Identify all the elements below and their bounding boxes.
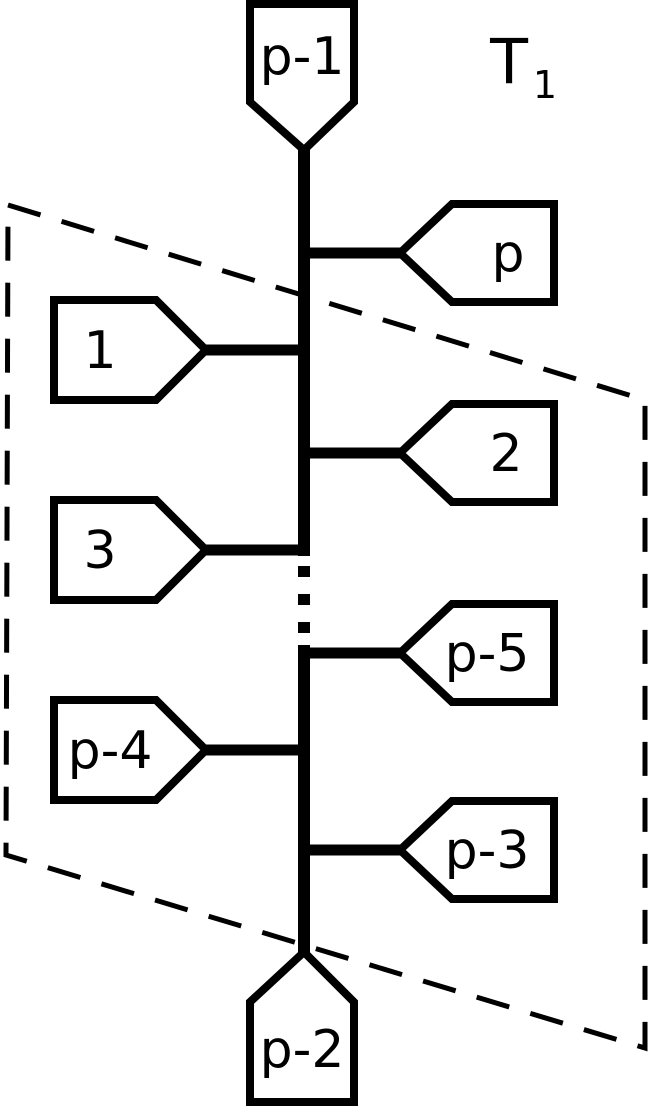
region-label-base: T: [489, 26, 529, 99]
node-p-4-label: p-4: [68, 721, 153, 781]
node-p-5[interactable]: p-5: [394, 600, 558, 706]
node-p-label: p: [491, 224, 524, 284]
node-p[interactable]: p: [394, 200, 558, 306]
node-p-5-shape: [394, 600, 558, 706]
node-3[interactable]: 3: [50, 496, 212, 604]
node-p-2-shape: [246, 946, 358, 1106]
node-p-3[interactable]: p-3: [394, 797, 558, 903]
region-boundary-parallelogram: [3, 201, 648, 1052]
region-label-subscript: 1: [533, 63, 557, 107]
region-label: T 1: [489, 26, 557, 108]
node-p-5-label: p-5: [445, 624, 530, 684]
node-3-shape: [50, 496, 212, 604]
node-3-label: 3: [83, 521, 116, 581]
node-p-2-label: p-2: [260, 1020, 345, 1080]
node-p-2[interactable]: p-2: [246, 946, 358, 1106]
node-p-4-shape: [50, 696, 212, 804]
node-2-shape: [394, 400, 558, 506]
node-p-4[interactable]: p-4: [50, 696, 212, 804]
node-1-shape: [50, 296, 212, 404]
node-p-1[interactable]: p-1: [246, 0, 358, 156]
node-p-shape: [394, 200, 558, 306]
node-p-1-label: p-1: [260, 27, 345, 87]
node-2[interactable]: 2: [394, 400, 558, 506]
node-p-3-label: p-3: [445, 821, 530, 881]
node-1-label: 1: [83, 321, 116, 381]
node-1[interactable]: 1: [50, 296, 212, 404]
node-2-label: 2: [489, 424, 522, 484]
node-p-1-shape: [246, 0, 358, 156]
node-p-3-shape: [394, 797, 558, 903]
